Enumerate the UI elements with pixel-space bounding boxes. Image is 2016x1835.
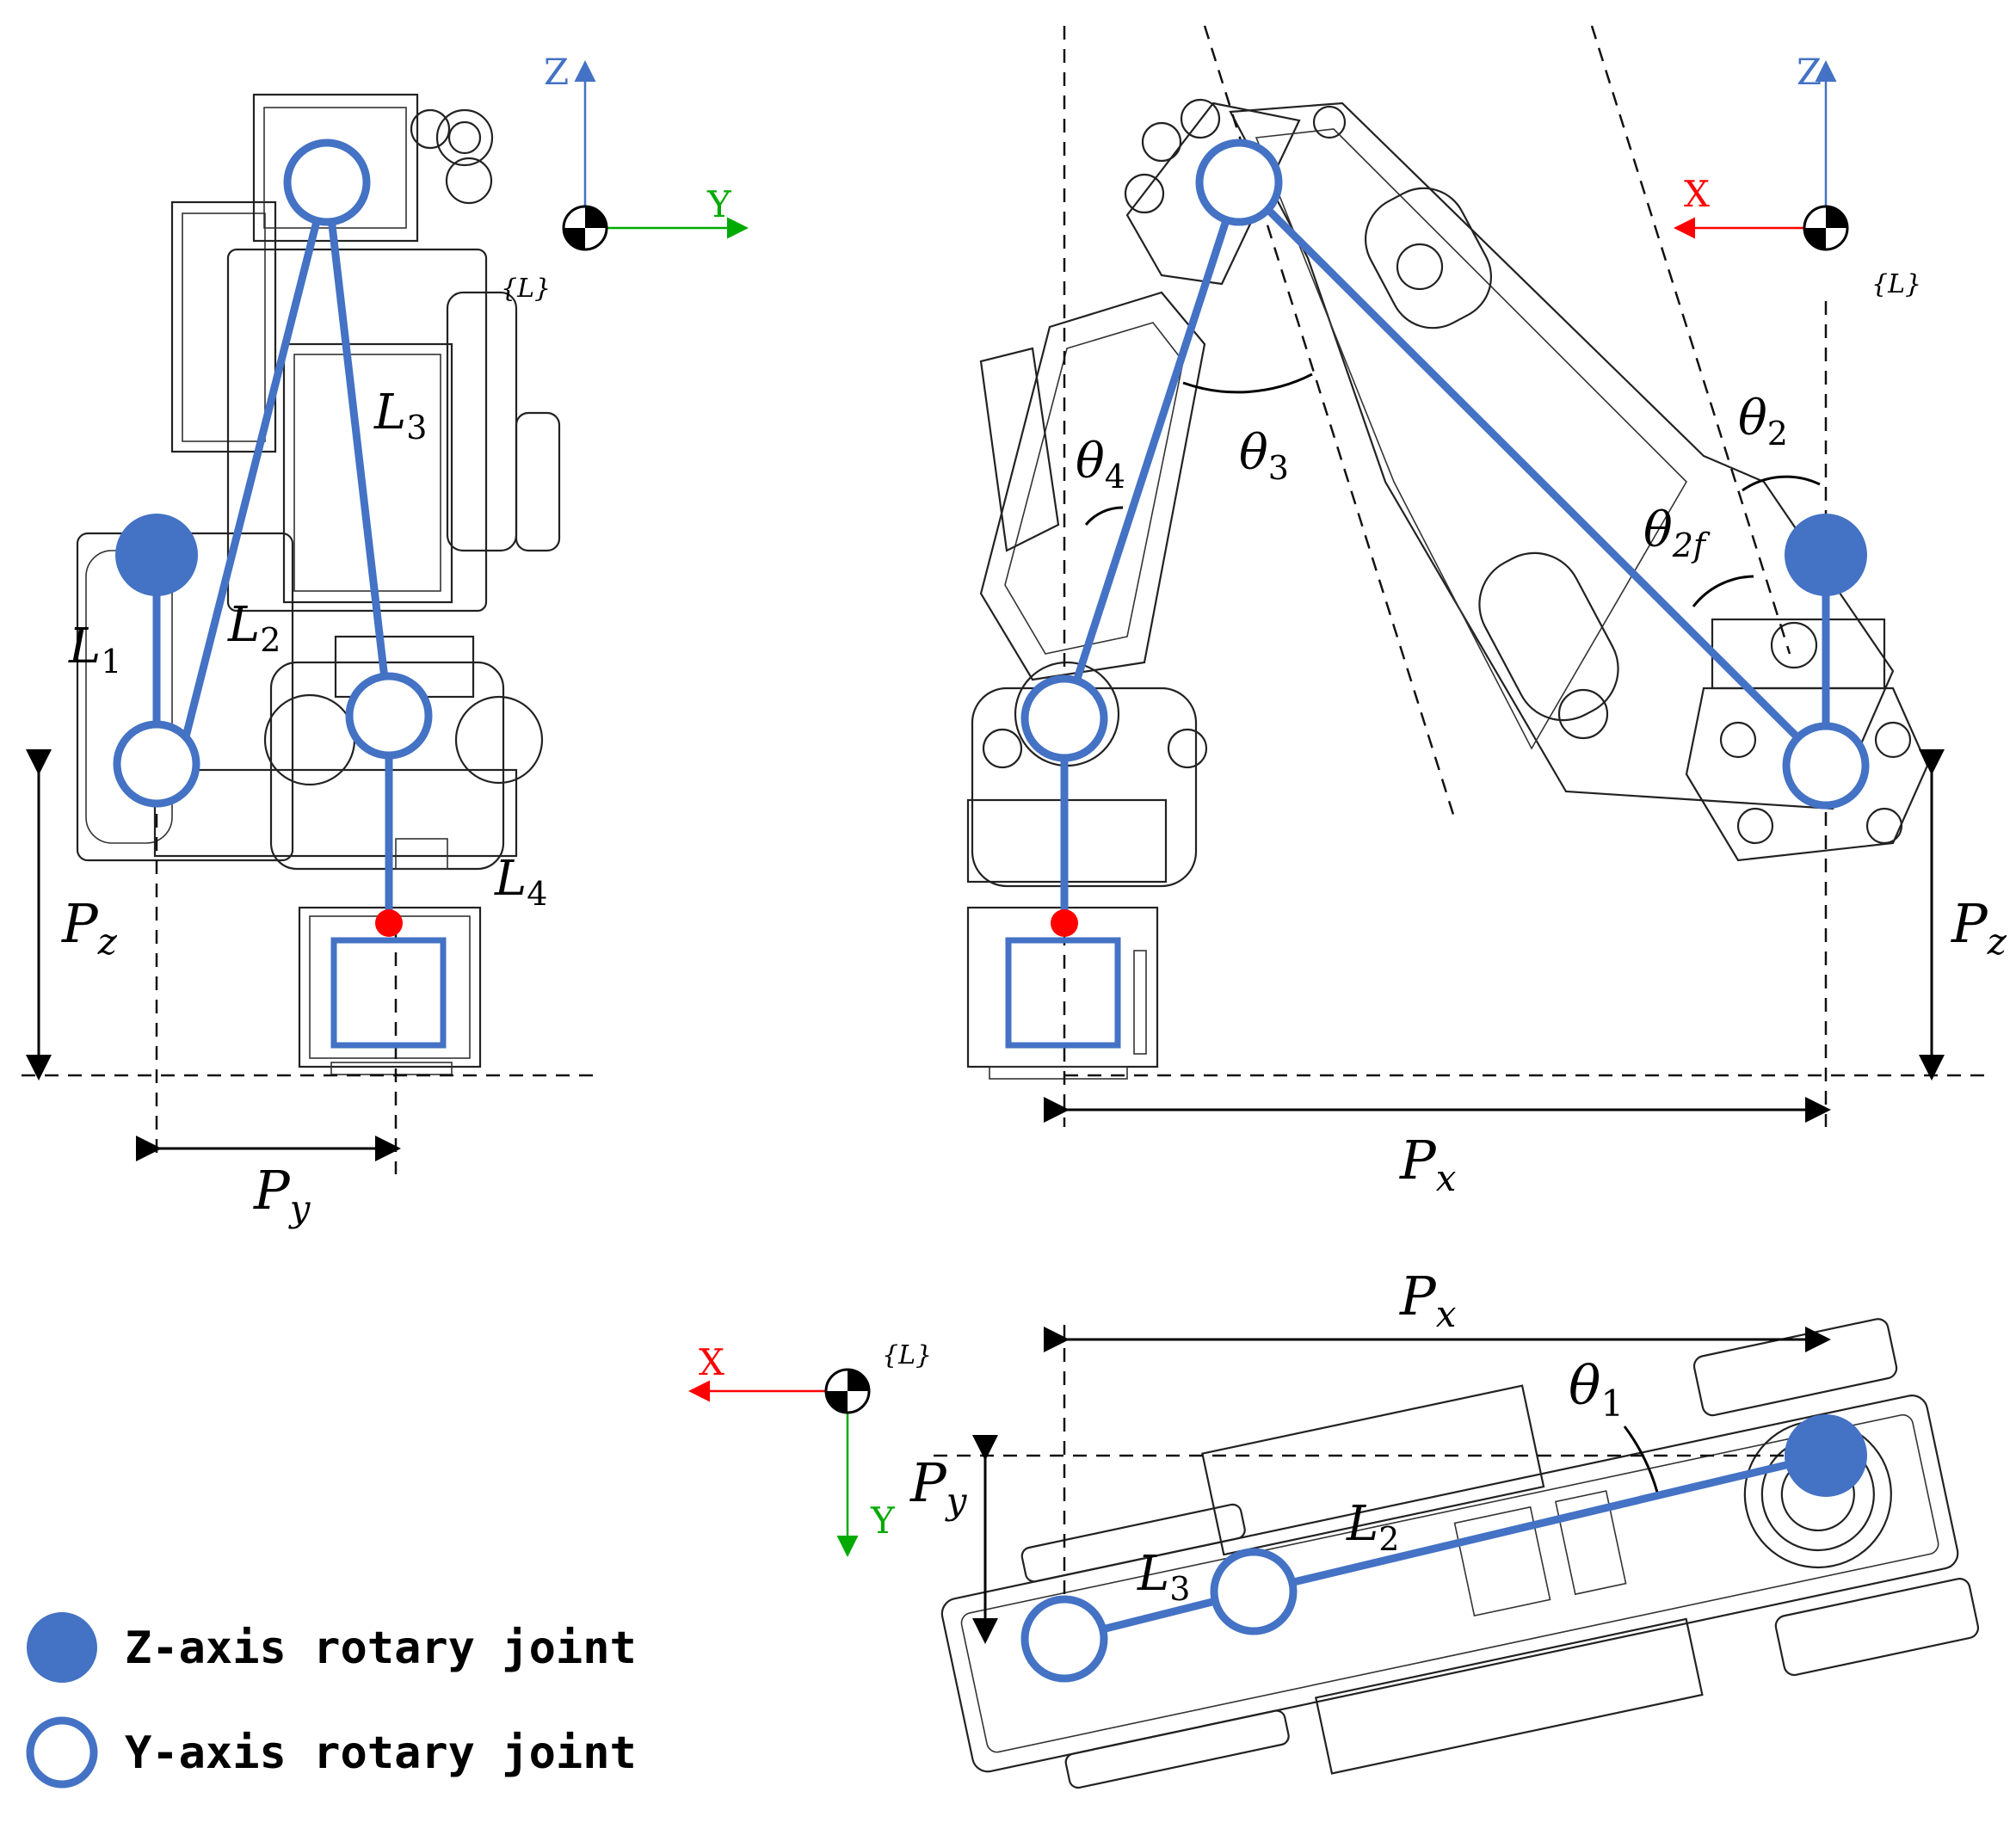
label-l3: L3 (1137, 1546, 1190, 1608)
theta1-arc (1623, 1426, 1661, 1499)
top-view-robot-outline (940, 1318, 1980, 1789)
label-l2: L2 (227, 597, 281, 659)
label-theta2: θ2 (1738, 391, 1788, 453)
frame-label: {L} (882, 1340, 932, 1370)
theta2f-arc (1692, 575, 1754, 607)
label-pz: Pz (1951, 892, 2007, 963)
z-axis-joint (1785, 1414, 1867, 1497)
end-effector-box (1005, 937, 1121, 1049)
frame-label: {L} (1871, 269, 1921, 299)
x-axis-label: X (699, 1341, 724, 1383)
z-axis-joint (1785, 514, 1867, 596)
z-axis-label: Z (544, 51, 569, 93)
legend: Z-axis rotary joint Y-axis rotary joint (26, 1612, 637, 1789)
end-effector-point (1051, 909, 1078, 937)
reference-line (1590, 25, 1791, 655)
end-effector-point (375, 909, 403, 937)
frame-origin-icon (562, 205, 608, 251)
label-pz: Pz (61, 892, 118, 963)
label-px: Px (1399, 1265, 1457, 1335)
label-theta2f: θ2f (1643, 502, 1711, 564)
link-l2 (1235, 176, 1830, 770)
y-axis-joint-legend-icon (26, 1716, 98, 1789)
x-axis-label: X (1684, 173, 1710, 215)
link-l2 (176, 176, 331, 761)
y-axis-joint (113, 720, 200, 808)
y-axis-joint (283, 139, 371, 226)
label-theta4: θ4 (1076, 434, 1125, 496)
z-axis-label: Z (1797, 51, 1822, 93)
y-axis-joint (1020, 674, 1108, 762)
side-view: Z Y {L} L1 L2 L3 L4 Pz Py (22, 51, 749, 1229)
top-view: X Y {L} Px Py θ1 L2 L3 (688, 1265, 1980, 1789)
y-axis-joint (1782, 722, 1870, 810)
frame-origin-icon (824, 1368, 871, 1414)
y-axis-joint (345, 672, 433, 760)
link-l3 (323, 176, 393, 720)
y-axis-label: Y (870, 1499, 896, 1542)
z-axis-joint-legend-icon (27, 1612, 97, 1683)
label-l3: L3 (373, 385, 427, 446)
y-axis-label: Y (706, 183, 732, 225)
label-py: Py (253, 1159, 311, 1229)
front-view: Z X {L} θ3 θ4 θ2 θ2f Pz Px (966, 25, 2007, 1199)
y-axis-joint (1210, 1548, 1298, 1635)
theta3-arc (1182, 373, 1313, 394)
frame-origin-icon (1803, 205, 1849, 251)
label-px: Px (1399, 1129, 1457, 1199)
y-axis-joint (1020, 1595, 1108, 1683)
z-axis-joint (115, 514, 198, 596)
label-py: Py (909, 1451, 968, 1522)
legend-y-joint-label: Y-axis rotary joint (125, 1727, 637, 1779)
label-l1: L1 (68, 619, 121, 680)
label-l4: L4 (494, 851, 547, 913)
theta4-arc (1084, 506, 1124, 526)
label-l2: L2 (1346, 1496, 1399, 1558)
label-theta1: θ1 (1569, 1354, 1624, 1425)
legend-z-joint-label: Z-axis rotary joint (125, 1623, 637, 1674)
theta2-arc (1742, 475, 1821, 492)
label-theta3: θ3 (1239, 425, 1289, 487)
link-l2 (1249, 1451, 1830, 1596)
frame-label: {L} (501, 274, 551, 304)
end-effector-box (330, 937, 447, 1049)
y-axis-joint (1195, 139, 1283, 226)
front-view-robot-outline (966, 98, 1929, 1080)
link-l3 (1060, 176, 1243, 723)
